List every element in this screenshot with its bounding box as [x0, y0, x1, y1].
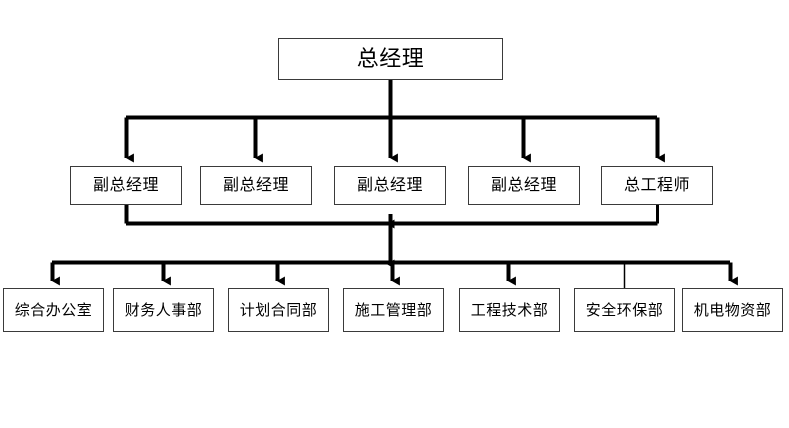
node-construction-management-department[interactable]: 施工管理部	[343, 288, 444, 332]
node-label: 安全环保部	[585, 301, 664, 319]
node-label: 总经理	[356, 46, 425, 71]
node-label: 副总经理	[356, 176, 423, 194]
node-label: 副总经理	[92, 176, 159, 194]
node-safety-environmental-department[interactable]: 安全环保部	[574, 288, 675, 332]
node-label: 工程技术部	[470, 301, 549, 319]
node-label: 综合办公室	[14, 301, 93, 319]
node-electromechanical-materials-department[interactable]: 机电物资部	[682, 288, 783, 332]
level2-to-merge-connectors	[124, 205, 659, 229]
node-general-manager[interactable]: 总经理	[278, 38, 503, 80]
node-deputy-general-manager-2[interactable]: 副总经理	[200, 166, 312, 205]
node-chief-engineer[interactable]: 总工程师	[601, 166, 713, 205]
node-planning-contract-department[interactable]: 计划合同部	[228, 288, 329, 332]
node-deputy-general-manager-1[interactable]: 副总经理	[70, 166, 182, 205]
node-deputy-general-manager-4[interactable]: 副总经理	[468, 166, 580, 205]
node-label: 财务人事部	[124, 301, 203, 319]
node-engineering-technology-department[interactable]: 工程技术部	[459, 288, 560, 332]
node-label: 机电物资部	[693, 301, 772, 319]
node-label: 计划合同部	[239, 301, 318, 319]
node-label: 总工程师	[623, 176, 690, 194]
node-label: 施工管理部	[354, 301, 433, 319]
node-label: 副总经理	[222, 176, 289, 194]
node-finance-hr-department[interactable]: 财务人事部	[113, 288, 214, 332]
node-general-affairs-office[interactable]: 综合办公室	[3, 288, 104, 332]
node-label: 副总经理	[490, 176, 557, 194]
level3-drop-connectors	[50, 262, 738, 288]
level2-drop-connectors	[124, 117, 665, 163]
node-deputy-general-manager-3[interactable]: 副总经理	[334, 166, 446, 205]
